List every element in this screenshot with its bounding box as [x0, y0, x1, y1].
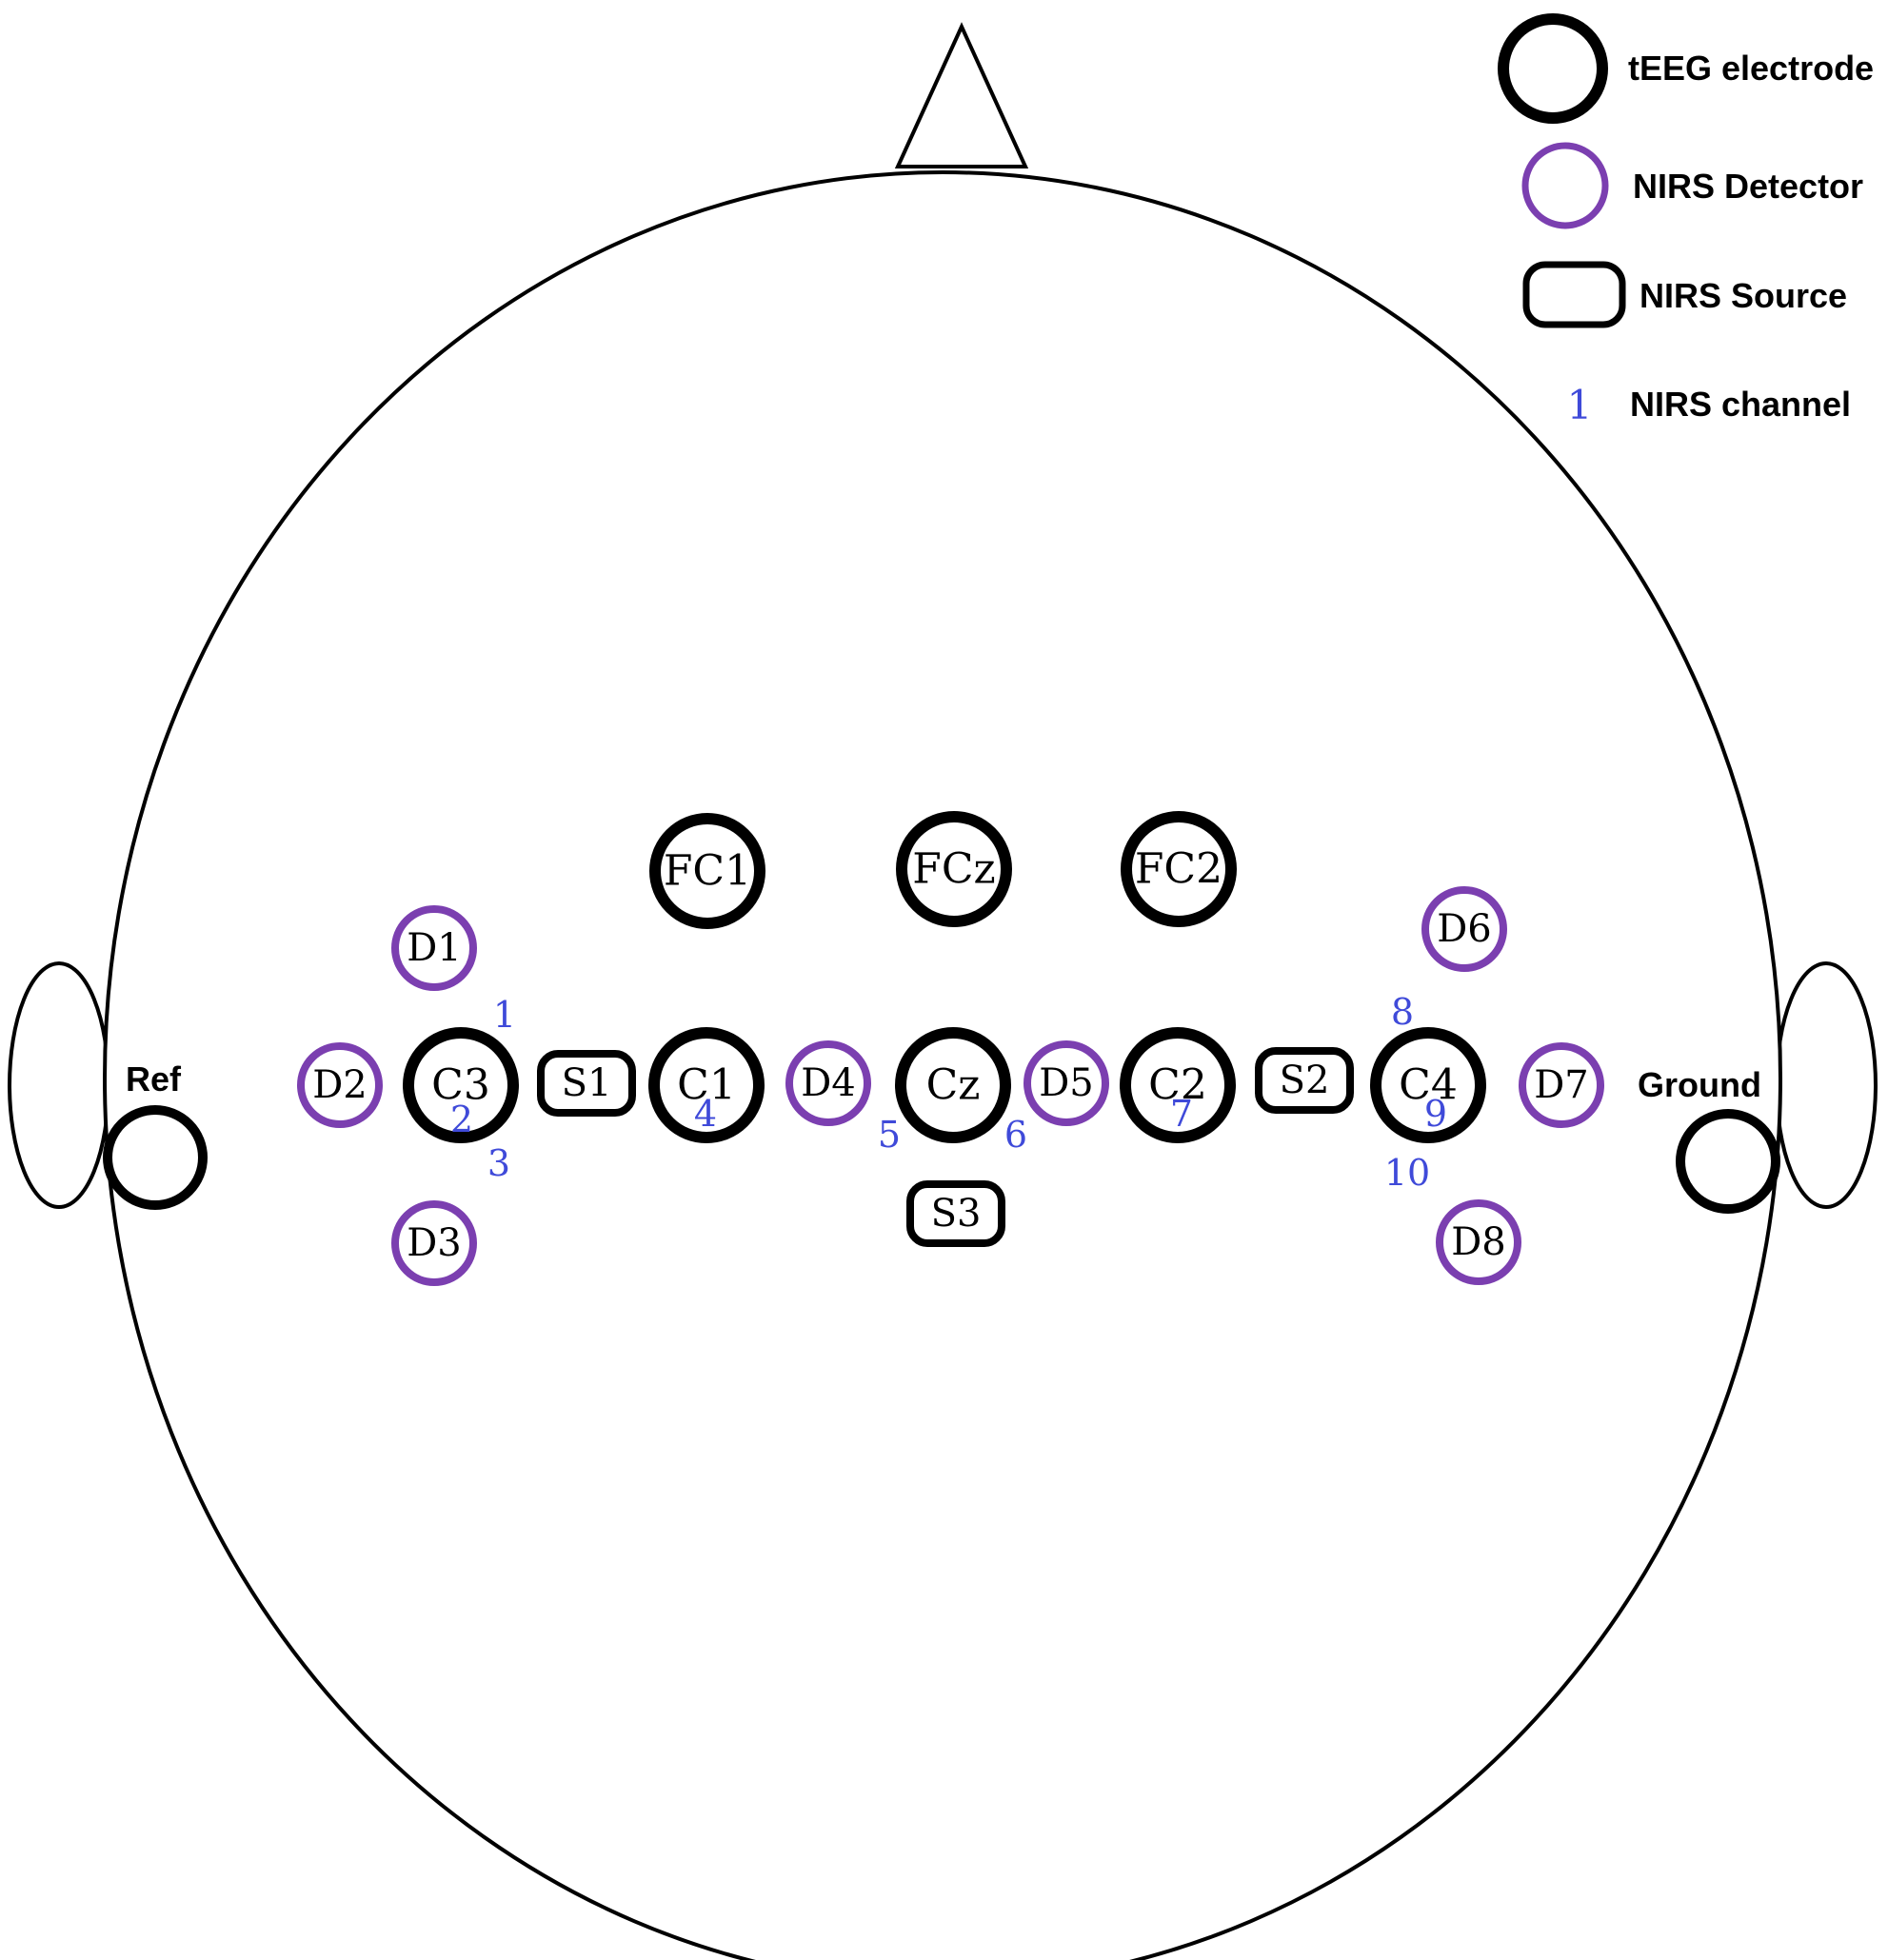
nose-shape	[894, 22, 1029, 168]
electrode-c2-label: C2	[1148, 1061, 1207, 1110]
reference-ground: Ref Ground	[103, 1059, 1780, 1214]
channel-9-label: 9	[1424, 1093, 1447, 1135]
detector-d7-label: D7	[1534, 1063, 1589, 1107]
ground-electrode	[1676, 1109, 1780, 1214]
electrode-fc1-label: FC1	[664, 847, 751, 896]
detector-d2-ring	[297, 1042, 383, 1128]
electrode-c4-label: C4	[1399, 1061, 1458, 1110]
legend-source-label: NIRS Source	[1640, 276, 1847, 315]
electrode-cz-label: Cz	[926, 1061, 981, 1110]
detector-d8-label: D8	[1451, 1220, 1506, 1264]
electrode-c1-ring	[648, 1027, 765, 1143]
detector-d7-ring	[1519, 1042, 1604, 1128]
detector-d2-label: D2	[312, 1063, 368, 1107]
legend-detector-symbol	[1521, 142, 1609, 229]
detector-d5-ring	[1023, 1040, 1109, 1126]
detector-d4-label: D4	[801, 1061, 856, 1105]
electrode-fc2-ring	[1121, 811, 1237, 927]
ref-electrode	[103, 1105, 208, 1210]
detector-d5-label: D5	[1039, 1061, 1094, 1105]
source-s1-label: S1	[562, 1061, 612, 1105]
channel-1-label: 1	[493, 994, 516, 1036]
source-s2-box	[1255, 1047, 1354, 1114]
legend-channel-sample: 1	[1567, 382, 1593, 428]
source-s3-box	[906, 1180, 1005, 1247]
ground-label: Ground	[1638, 1065, 1761, 1104]
detector-d4-ring	[785, 1040, 871, 1126]
legend: tEEG electrode NIRS Detector NIRS Source…	[1498, 13, 1874, 428]
channel-6-label: 6	[1004, 1114, 1027, 1156]
source-s2-label: S2	[1280, 1059, 1330, 1102]
electrode-c1-label: C1	[677, 1061, 736, 1110]
detector-d1-ring	[391, 905, 477, 991]
electrode-cz-ring	[895, 1027, 1011, 1143]
electrode-fc2-label: FC2	[1135, 845, 1222, 894]
electrode-fcz-label: FCz	[912, 845, 995, 894]
electrode-c3-ring	[403, 1027, 519, 1143]
right-ear-shape	[1775, 961, 1878, 1209]
head-outline	[8, 22, 1878, 1960]
detector-d8-ring	[1436, 1199, 1521, 1285]
channel-7-label: 7	[1170, 1093, 1193, 1135]
legend-detector-label: NIRS Detector	[1633, 167, 1863, 206]
detector-d3-label: D3	[407, 1221, 462, 1265]
channel-5-label: 5	[878, 1114, 901, 1156]
legend-teeg-symbol	[1498, 13, 1608, 124]
electrode-fcz-ring	[896, 811, 1012, 927]
electrode-fc1-ring	[649, 813, 765, 929]
source-s1-box	[537, 1050, 636, 1117]
detector-d6-ring	[1421, 886, 1507, 972]
detector-d1-label: D1	[407, 926, 462, 970]
legend-channel-label: NIRS channel	[1630, 385, 1851, 424]
legend-source-symbol	[1522, 261, 1626, 328]
source-s3-label: S3	[931, 1192, 982, 1236]
ref-label: Ref	[126, 1059, 182, 1099]
channel-3-label: 3	[487, 1142, 510, 1184]
electrode-c3-label: C3	[431, 1061, 490, 1110]
channel-4-label: 4	[694, 1093, 717, 1135]
electrode-c2-ring	[1120, 1027, 1236, 1143]
left-ear-shape	[8, 961, 110, 1209]
channel-10-label: 10	[1384, 1152, 1430, 1194]
legend-teeg-label: tEEG electrode	[1628, 49, 1874, 88]
channel-2-label: 2	[450, 1099, 473, 1140]
detector-d3-ring	[391, 1200, 477, 1286]
channel-8-label: 8	[1391, 991, 1414, 1033]
detector-d6-label: D6	[1437, 907, 1492, 951]
electrode-c4-ring	[1370, 1027, 1486, 1143]
